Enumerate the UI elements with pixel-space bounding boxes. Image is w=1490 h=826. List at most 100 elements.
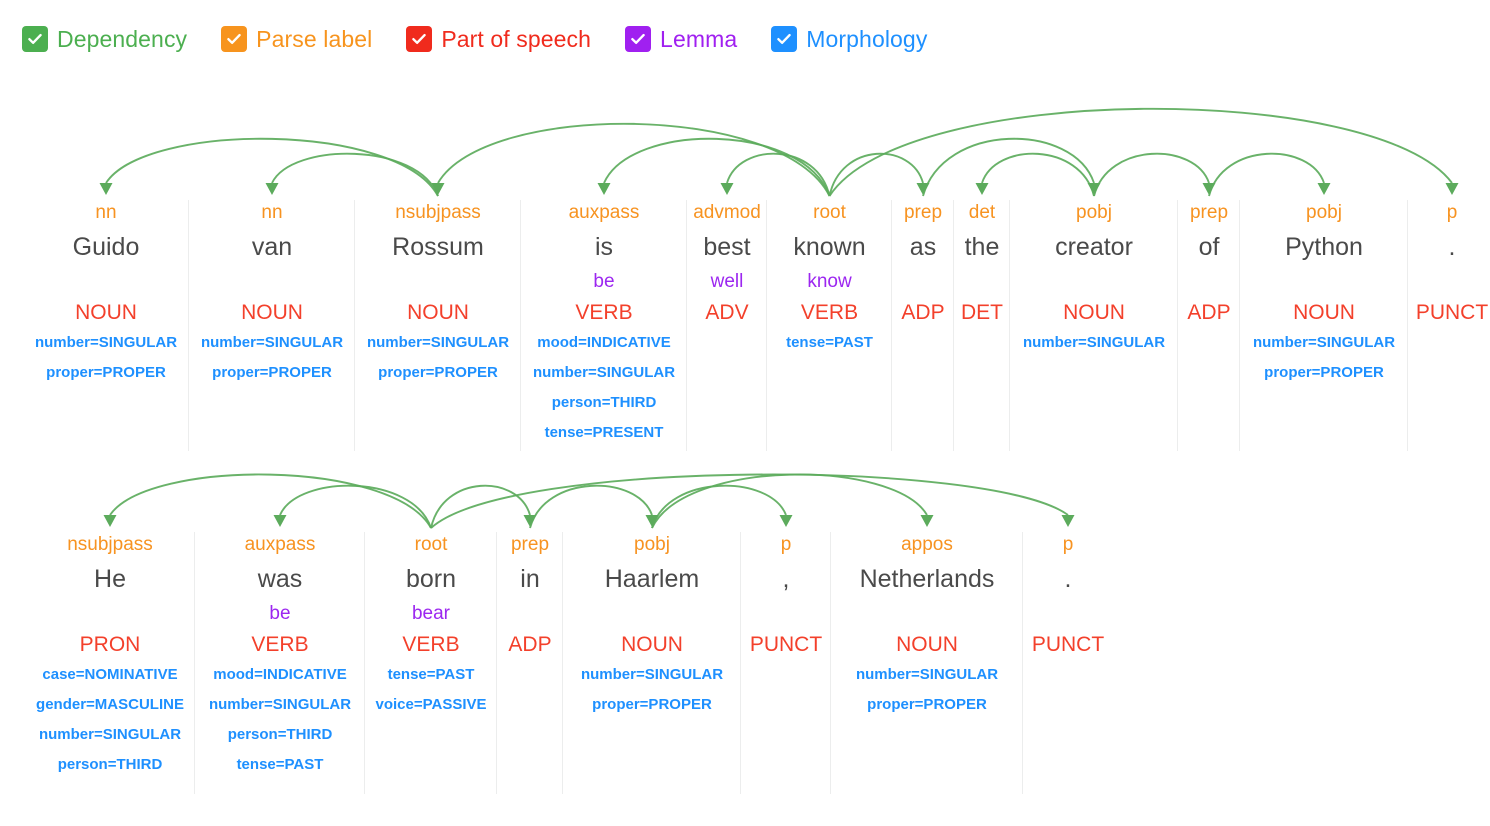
token-word[interactable]: . xyxy=(1064,565,1072,593)
dependency-arrowhead xyxy=(1202,183,1216,195)
token-word[interactable]: is xyxy=(594,233,614,261)
parse-label[interactable]: det xyxy=(968,202,996,223)
morphology-feature: number=SINGULAR xyxy=(34,334,178,351)
morphology-list: number=SINGULAR proper=PROPER xyxy=(856,660,998,720)
token-word[interactable]: the xyxy=(964,233,1000,261)
token-word[interactable]: creator xyxy=(1055,233,1133,261)
legend-toggle-part-of-speech[interactable]: Part of speech xyxy=(406,26,591,53)
morphology-feature: number=SINGULAR xyxy=(366,334,510,351)
token-word[interactable]: Haarlem xyxy=(604,565,700,593)
dependency-arrowhead xyxy=(265,183,279,195)
parse-label[interactable]: appos xyxy=(901,534,953,555)
token-word[interactable]: Rossum xyxy=(392,233,484,261)
checkbox-checked-icon[interactable] xyxy=(406,26,433,52)
parse-label[interactable]: pobj xyxy=(1306,202,1342,223)
parse-label[interactable]: advmod xyxy=(693,202,761,223)
checkbox-checked-icon[interactable] xyxy=(221,26,248,52)
checkbox-checked-icon[interactable] xyxy=(625,26,652,52)
column-divider xyxy=(766,200,767,451)
token-word[interactable]: Python xyxy=(1285,233,1363,261)
morphology-feature: proper=PROPER xyxy=(212,364,332,381)
token-word[interactable]: van xyxy=(251,233,293,261)
legend-toggle-dependency[interactable]: Dependency xyxy=(22,26,187,53)
token-word[interactable]: in xyxy=(520,565,540,593)
morphology-feature: proper=PROPER xyxy=(867,696,987,713)
morphology-feature: number=SINGULAR xyxy=(855,666,999,683)
token-lemma xyxy=(269,267,274,297)
dependency-arc-p xyxy=(430,473,1069,529)
token-lemma: bear xyxy=(411,603,451,624)
morphology-feature: number=SINGULAR xyxy=(38,726,182,743)
token-word[interactable]: of xyxy=(1198,233,1220,261)
token-column[interactable]: p. PUNCT xyxy=(1023,530,1113,660)
token-column[interactable]: det the DET xyxy=(954,198,1010,451)
morphology-feature: number=SINGULAR xyxy=(208,696,352,713)
part-of-speech: DET xyxy=(961,301,1003,324)
parse-label[interactable]: root xyxy=(813,202,846,223)
dependency-arc-nn xyxy=(105,137,439,197)
parse-label[interactable]: root xyxy=(414,534,448,555)
legend-toggle-parse-label[interactable]: Parse label xyxy=(221,26,372,53)
dependency-arc-advmod xyxy=(726,152,831,197)
parse-label[interactable]: auxpass xyxy=(568,202,640,223)
token-word[interactable]: , xyxy=(782,565,790,593)
token-column[interactable]: p, PUNCT xyxy=(741,530,831,794)
checkbox-checked-icon[interactable] xyxy=(771,26,798,52)
token-word[interactable]: was xyxy=(257,565,303,593)
checkbox-checked-icon[interactable] xyxy=(22,26,48,52)
morphology-feature: tense=PAST xyxy=(387,666,475,683)
legend-toggle-morphology[interactable]: Morphology xyxy=(771,26,927,53)
token-word[interactable]: born xyxy=(405,565,457,593)
dependency-arrowhead xyxy=(916,183,930,195)
parse-label[interactable]: prep xyxy=(1189,202,1229,223)
parse-label[interactable]: p xyxy=(1062,534,1074,555)
parse-label[interactable]: pobj xyxy=(1076,202,1112,223)
token-word[interactable]: Netherlands xyxy=(859,565,995,593)
parse-label[interactable]: p xyxy=(1446,202,1458,223)
token-column[interactable]: p. PUNCT xyxy=(1408,198,1490,328)
token-word[interactable]: best xyxy=(703,233,751,261)
token-word[interactable]: Guido xyxy=(72,233,140,261)
parse-label[interactable]: prep xyxy=(510,534,550,555)
dependency-arc-det xyxy=(981,152,1095,197)
token-word[interactable]: known xyxy=(793,233,866,261)
parse-label[interactable]: prep xyxy=(903,202,943,223)
dependency-arrowhead xyxy=(99,183,113,195)
parse-label[interactable]: pobj xyxy=(634,534,670,555)
parse-label[interactable]: nn xyxy=(261,202,283,223)
column-divider xyxy=(891,200,892,451)
parse-label[interactable]: auxpass xyxy=(244,534,316,555)
dependency-arc-pobj xyxy=(529,484,653,529)
morphology-feature: proper=PROPER xyxy=(1264,364,1384,381)
legend-toggle-lemma[interactable]: Lemma xyxy=(625,26,737,53)
part-of-speech: ADV xyxy=(705,301,749,324)
dependency-arrowhead xyxy=(103,515,117,527)
morphology-feature: person=THIRD xyxy=(227,726,333,743)
parse-label[interactable]: nn xyxy=(95,202,117,223)
parse-label[interactable]: p xyxy=(780,534,792,555)
token-word[interactable]: He xyxy=(94,565,126,593)
token-word[interactable]: . xyxy=(1448,233,1456,261)
parse-label[interactable]: nsubjpass xyxy=(395,202,481,223)
parse-label[interactable]: nsubjpass xyxy=(67,534,153,555)
dependency-arc-p xyxy=(828,107,1453,197)
token-word[interactable]: as xyxy=(909,233,937,261)
